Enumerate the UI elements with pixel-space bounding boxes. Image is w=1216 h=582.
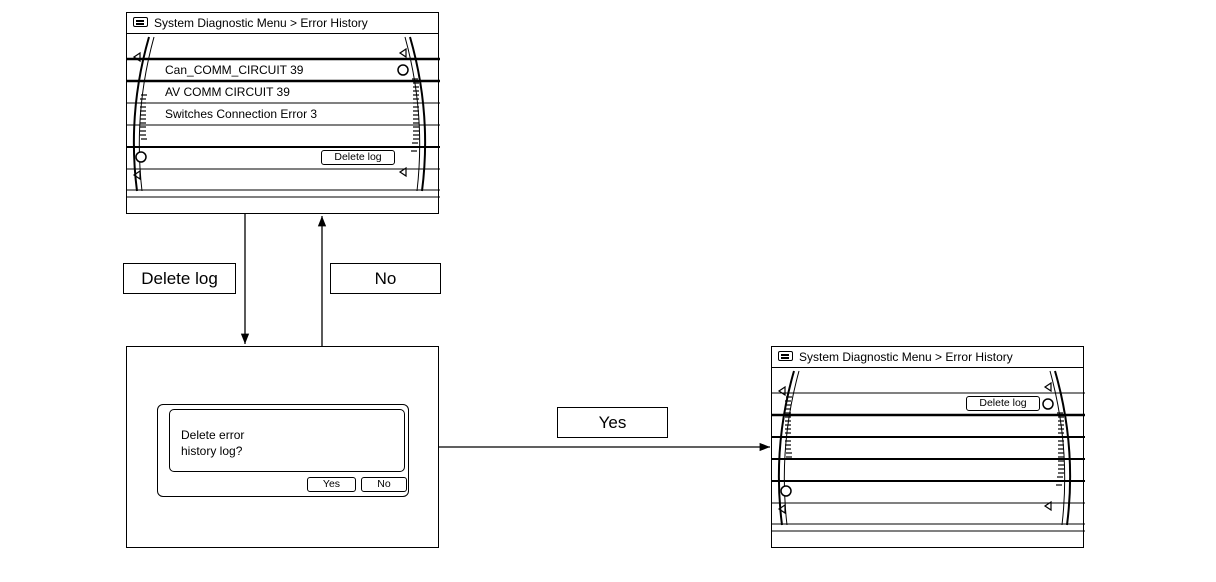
delete-log-button[interactable]: Delete log bbox=[321, 150, 395, 165]
confirm-dialog: Delete error history log? Yes No bbox=[157, 404, 409, 497]
delete-log-button[interactable]: Delete log bbox=[966, 396, 1040, 411]
error-history-empty-screen: System Diagnostic Menu > Error History bbox=[771, 346, 1085, 548]
confirm-delete-screen: Delete error history log? Yes No bbox=[126, 346, 439, 548]
transition-label-no: No bbox=[330, 263, 441, 294]
transition-label-delete-log: Delete log bbox=[123, 263, 236, 294]
list-item[interactable]: Switches Connection Error 3 bbox=[165, 107, 318, 121]
title-bar: System Diagnostic Menu > Error History bbox=[127, 13, 438, 34]
no-button[interactable]: No bbox=[361, 477, 407, 492]
transition-label-yes: Yes bbox=[557, 407, 668, 438]
screen-title: System Diagnostic Menu > Error History bbox=[799, 350, 1013, 364]
list-item[interactable]: Can_COMM_CIRCUIT 39 bbox=[165, 63, 304, 77]
title-bar: System Diagnostic Menu > Error History bbox=[772, 347, 1083, 368]
yes-button[interactable]: Yes bbox=[307, 477, 356, 492]
screen-frame-graphics bbox=[772, 370, 1085, 532]
message-panel: Delete error history log? bbox=[169, 409, 405, 472]
list-item[interactable]: AV COMM CIRCUIT 39 bbox=[165, 85, 290, 99]
screen-title: System Diagnostic Menu > Error History bbox=[154, 16, 368, 30]
error-history-screen: System Diagnostic Menu > Error History bbox=[126, 12, 440, 214]
menu-icon bbox=[778, 351, 793, 361]
dialog-message-line2: history log? bbox=[181, 444, 243, 458]
dialog-message-line1: Delete error bbox=[181, 428, 245, 442]
menu-icon bbox=[133, 17, 148, 27]
screen-frame-graphics bbox=[127, 36, 440, 198]
dialog-message: Delete error history log? bbox=[181, 427, 244, 459]
